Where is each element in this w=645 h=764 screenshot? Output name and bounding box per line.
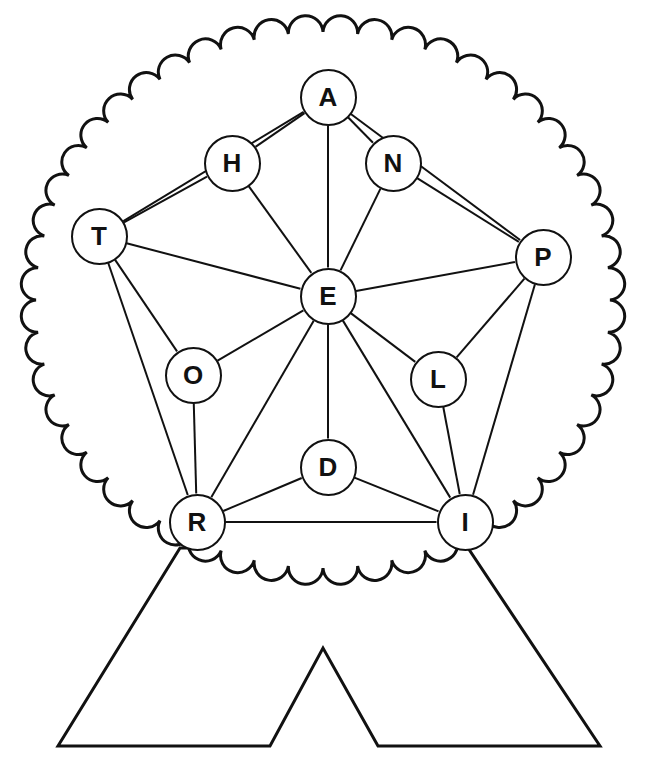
node-letter: T xyxy=(91,223,107,249)
letter-circle: O xyxy=(165,347,222,404)
letter-circle: P xyxy=(515,229,572,286)
link-line xyxy=(211,321,313,498)
node-letter: R xyxy=(188,509,207,535)
node-letter: I xyxy=(461,509,468,535)
link-line xyxy=(348,117,373,142)
node-letter: D xyxy=(319,454,338,480)
letter-circle: I xyxy=(437,494,494,551)
node-letter: E xyxy=(319,283,336,309)
link-line xyxy=(226,521,437,523)
link-line xyxy=(354,478,438,512)
link-line xyxy=(218,310,304,360)
letter-circle: R xyxy=(169,494,226,551)
node-letter: N xyxy=(384,150,403,176)
link-line xyxy=(327,126,329,268)
link-line xyxy=(124,177,207,223)
link-line xyxy=(356,262,515,291)
letter-circle: D xyxy=(300,439,357,496)
link-line xyxy=(223,478,301,511)
letter-circle: N xyxy=(365,135,422,192)
link-line xyxy=(341,189,381,271)
node-letter: P xyxy=(534,244,551,270)
letter-circle: H xyxy=(204,135,261,192)
letter-circle: T xyxy=(71,208,128,265)
node-letter: H xyxy=(223,150,242,176)
link-line xyxy=(115,260,177,352)
link-line xyxy=(457,279,525,358)
node-letter: O xyxy=(183,362,203,388)
link-line xyxy=(473,284,535,494)
link-line xyxy=(123,112,303,221)
letter-circle: L xyxy=(410,351,467,408)
scalloped-rosette xyxy=(21,16,624,585)
link-line xyxy=(127,243,301,289)
link-line xyxy=(351,114,520,240)
link-line xyxy=(327,325,329,439)
link-line xyxy=(351,313,416,362)
link-line xyxy=(249,186,312,273)
link-line xyxy=(417,178,519,242)
letter-circle: E xyxy=(300,268,357,325)
letter-circle: A xyxy=(300,69,357,126)
link-line xyxy=(343,320,450,497)
link-line xyxy=(194,403,196,493)
node-letter: A xyxy=(319,84,338,110)
node-letter: L xyxy=(430,366,446,392)
link-line xyxy=(443,407,459,494)
link-line xyxy=(255,113,304,147)
